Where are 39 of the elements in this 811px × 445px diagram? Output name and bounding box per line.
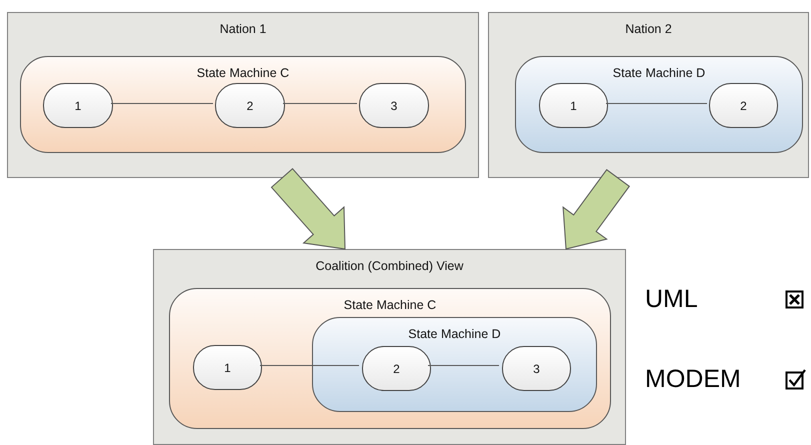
- state-node: [359, 83, 429, 128]
- nation-panel: [7, 12, 479, 178]
- state-node: [193, 345, 262, 390]
- transition-line: [606, 103, 708, 104]
- state-label: 2: [740, 98, 747, 114]
- group-title: State Machine C: [342, 297, 438, 314]
- state-label: 3: [533, 360, 540, 378]
- group-title: Nation 2: [624, 21, 673, 38]
- group-title: State Machine D: [407, 326, 502, 343]
- transition-line: [428, 365, 500, 366]
- state-machine-box: [515, 56, 803, 153]
- group-title: State Machine C: [196, 65, 290, 82]
- transition-line: [110, 103, 214, 104]
- state-node: [709, 83, 778, 128]
- state-label: 1: [74, 98, 82, 114]
- state-label: 3: [390, 98, 398, 114]
- transition-line: [282, 103, 358, 104]
- state-node: [539, 83, 608, 128]
- state-label: 1: [224, 360, 231, 376]
- notation-label: MODEM: [645, 367, 741, 392]
- block-arrow: [270, 168, 346, 250]
- state-node: [43, 83, 113, 128]
- notation-label: UML: [645, 287, 698, 312]
- state-node: [362, 346, 431, 391]
- group-title: Coalition (Combined) View: [314, 258, 464, 275]
- state-machine-box: [169, 288, 611, 429]
- state-label: 2: [246, 98, 254, 114]
- state-label: 1: [570, 98, 577, 114]
- nation-panel: [153, 249, 626, 445]
- nation-panel: [488, 12, 809, 178]
- group-title: State Machine D: [612, 65, 706, 82]
- transition-line: [260, 365, 360, 366]
- state-machine-box: [20, 56, 466, 153]
- state-node: [215, 83, 285, 128]
- state-node: [502, 346, 571, 391]
- block-arrow: [562, 169, 630, 250]
- state-label: 2: [393, 360, 400, 378]
- state-machine-box: [312, 317, 597, 412]
- group-title: Nation 1: [218, 21, 268, 38]
